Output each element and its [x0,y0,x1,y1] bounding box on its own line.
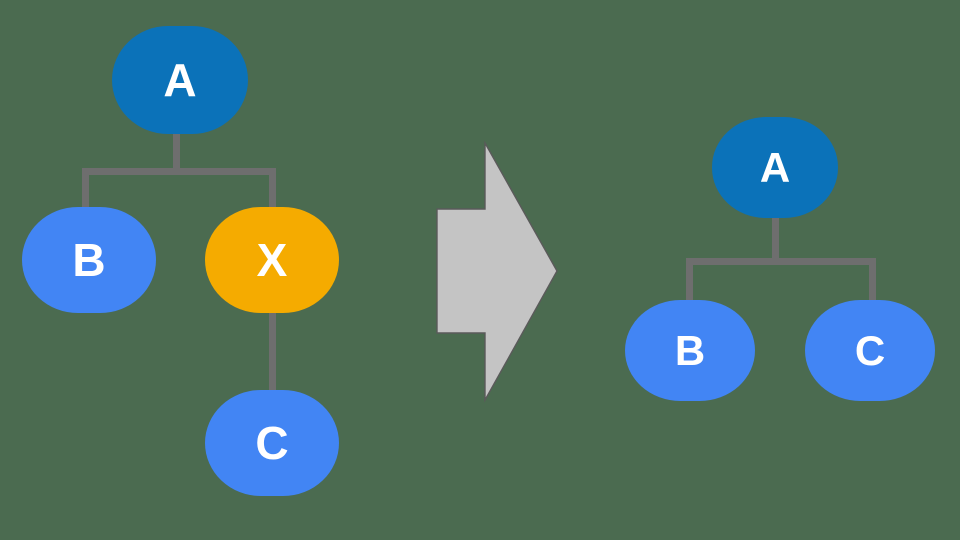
edge-a-stem-before [173,128,180,172]
transformation-arrow-icon [436,140,558,403]
edge-horizontal-bus-before [82,168,276,175]
node-b-after[interactable]: B [625,300,755,401]
node-a-before[interactable]: A [112,26,248,134]
node-b-before-label: B [72,234,106,286]
edge-x-to-c-before [269,305,276,397]
edge-drop-to-x-before [269,168,276,216]
node-c-before-label: C [255,417,289,469]
node-c-after-label: C [854,326,886,374]
node-a-after-label: A [759,143,791,191]
node-a-before-label: A [163,54,197,106]
edge-a-stem-after [772,212,779,262]
edge-horizontal-bus-after [686,258,876,265]
node-b-after-label: B [674,326,706,374]
node-b-before[interactable]: B [22,207,156,313]
node-c-after[interactable]: C [805,300,935,401]
edge-drop-to-b-before [82,168,89,216]
node-x-before-label: X [256,234,288,286]
edge-drop-to-b-after [686,258,693,308]
arrow-polygon [436,140,558,403]
node-c-before[interactable]: C [205,390,339,496]
edge-drop-to-c-after [869,258,876,308]
node-a-after[interactable]: A [712,117,838,218]
node-x-before[interactable]: X [205,207,339,313]
